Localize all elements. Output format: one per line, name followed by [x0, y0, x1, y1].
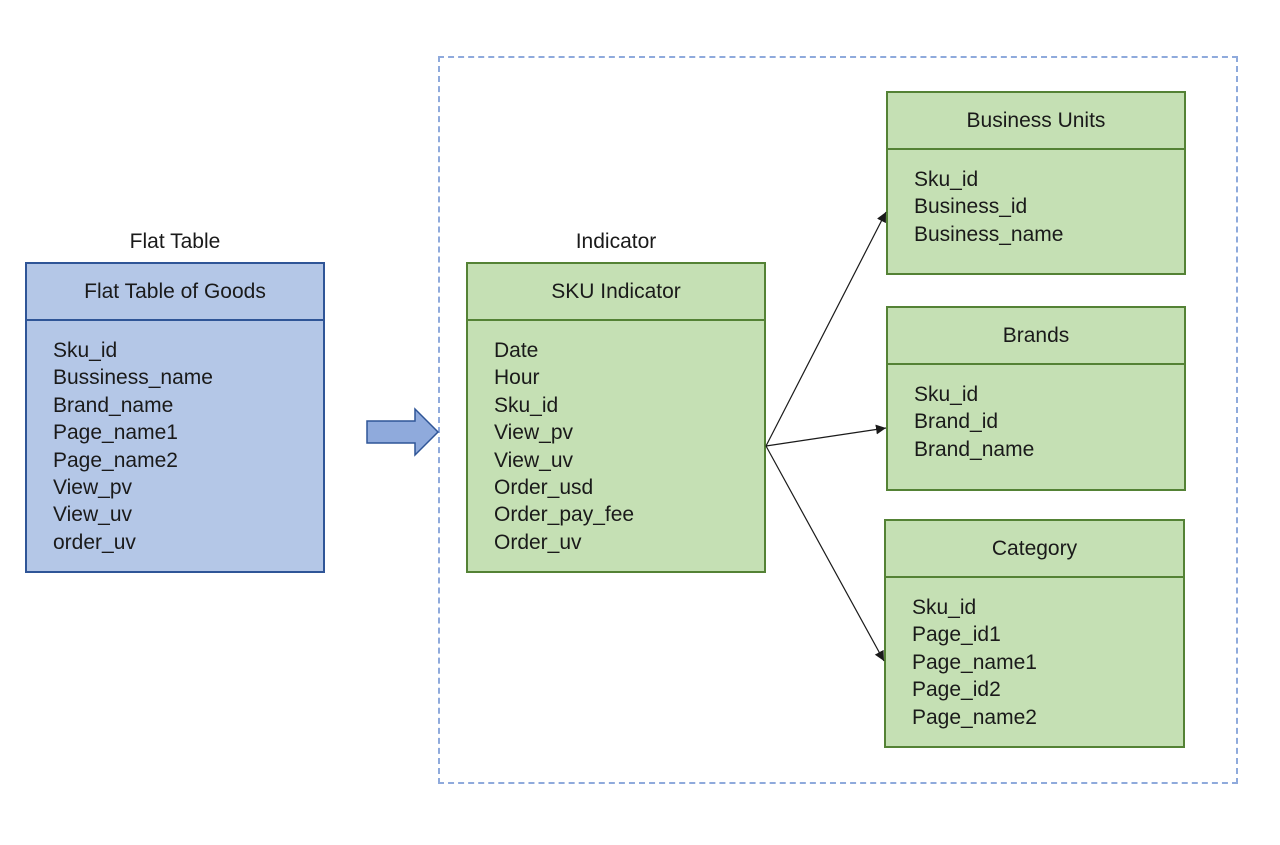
connector-to-business-units [765, 211, 887, 447]
brands-fields: Sku_id Brand_id Brand_name [888, 365, 1184, 463]
field-item: Order_usd [494, 476, 594, 500]
field-item: Sku_id [914, 383, 979, 406]
sku-indicator-table: SKU Indicator Date Hour Sku_id View_pv V… [466, 262, 766, 573]
field-item: Page_id1 [912, 623, 1001, 647]
field-item: Hour [494, 366, 540, 390]
flat-table-of-goods: Flat Table of Goods Sku_id Bussiness_nam… [25, 262, 325, 573]
connector-to-category [765, 445, 885, 662]
category-fields: Sku_id Page_id1 Page_name1 Page_id2 Page… [886, 578, 1183, 731]
flat-table-fields: Sku_id Bussiness_name Brand_name Page_na… [27, 321, 323, 556]
field-item: Sku_id [912, 596, 977, 619]
flat-table-title: Flat Table of Goods [27, 264, 323, 321]
field-item: Order_pay_fee [494, 503, 635, 527]
field-item: Sku_id [914, 168, 979, 191]
business-units-fields: Sku_id Business_id Business_name [888, 150, 1184, 248]
field-item: Page_name2 [912, 705, 1037, 729]
field-item: Page_name1 [912, 650, 1037, 674]
transform-block-arrow-icon [366, 407, 440, 457]
field-item: Business_id [914, 195, 1028, 219]
field-item: Brand_name [53, 393, 174, 417]
field-item: Sku_id [494, 393, 559, 417]
category-title: Category [886, 521, 1183, 578]
flat-table-caption: Flat Table [129, 230, 221, 253]
field-item: View_uv [494, 448, 573, 472]
field-item: Page_id2 [912, 678, 1001, 702]
field-item: Date [494, 339, 539, 362]
field-item: Sku_id [53, 339, 118, 362]
sku-indicator-title: SKU Indicator [468, 264, 764, 321]
field-item: Page_name2 [53, 448, 178, 472]
indicator-caption: Indicator [575, 230, 657, 253]
field-item: Business_name [914, 222, 1064, 246]
field-item: Brand_name [914, 437, 1035, 461]
category-table: Category Sku_id Page_id1 Page_name1 Page… [884, 519, 1185, 748]
field-item: Order_uv [494, 530, 582, 554]
field-item: Page_name1 [53, 421, 178, 445]
business-units-table: Business Units Sku_id Business_id Busine… [886, 91, 1186, 275]
indicator-model-group [438, 56, 1238, 784]
field-item: View_pv [494, 421, 573, 445]
brands-title: Brands [888, 308, 1184, 365]
field-item: View_pv [53, 476, 132, 500]
field-item: Brand_id [914, 410, 999, 434]
field-item: order_uv [53, 530, 136, 554]
sku-indicator-fields: Date Hour Sku_id View_pv View_uv Order_u… [468, 321, 764, 556]
connector-to-brands [765, 424, 887, 447]
field-item: Bussiness_name [53, 366, 213, 390]
business-units-title: Business Units [888, 93, 1184, 150]
field-item: View_uv [53, 503, 132, 527]
brands-table: Brands Sku_id Brand_id Brand_name [886, 306, 1186, 491]
